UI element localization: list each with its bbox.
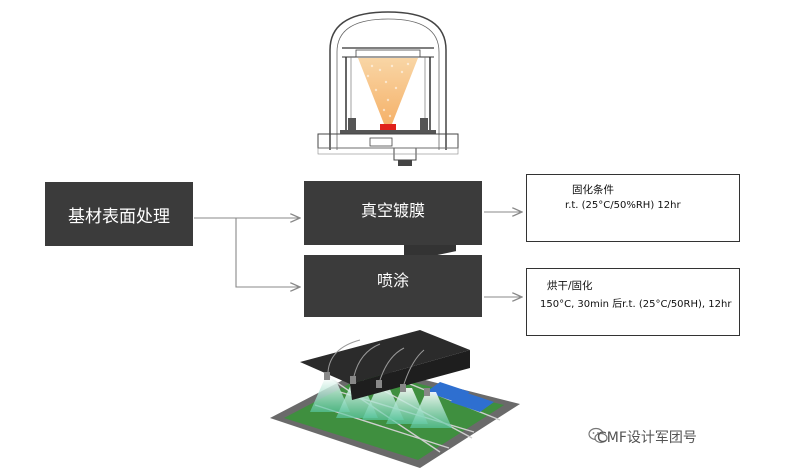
vacuum-chamber-illustration	[317, 11, 459, 166]
watermark: CMF设计军团号	[597, 427, 697, 447]
condition-spray-title: 烘干/固化	[547, 280, 593, 292]
wechat-icon	[588, 427, 608, 444]
watermark-text: CMF设计军团号	[597, 430, 697, 446]
step-vacuum-coating: 真空镀膜	[304, 181, 482, 245]
step-spray-coating: 喷涂	[304, 255, 482, 317]
step-substrate-label: 基材表面处理	[68, 206, 170, 227]
step-spray-label: 喷涂	[376, 271, 409, 290]
step-vacuum-label: 真空镀膜	[360, 201, 425, 220]
condition-vacuum-text: r.t. (25°C/50%RH) 12hr	[565, 200, 681, 211]
flow-connectors	[194, 212, 522, 297]
condition-box-spray: 烘干/固化 150°C, 30min 后r.t. (25°C/50RH), 12…	[526, 268, 740, 336]
condition-spray-text: 150°C, 30min 后r.t. (25°C/50RH), 12hr	[540, 299, 732, 310]
spray-illustration	[270, 229, 520, 468]
step-substrate-treatment: 基材表面处理	[45, 182, 193, 246]
condition-vacuum-title: 固化条件	[572, 184, 614, 196]
condition-box-vacuum: 固化条件 r.t. (25°C/50%RH) 12hr	[526, 174, 740, 242]
